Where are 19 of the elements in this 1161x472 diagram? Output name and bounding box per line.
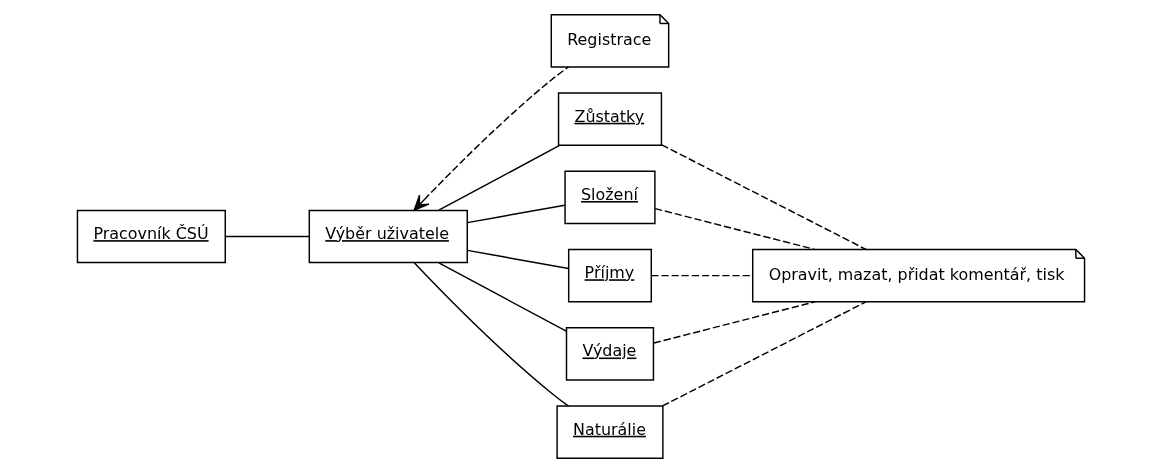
node-box: Výběr uživatele (308, 209, 468, 263)
node-box: Naturálie (555, 404, 664, 459)
connector (437, 144, 560, 211)
connector (652, 300, 816, 344)
node-box: Pracovník ČSÚ (76, 209, 226, 263)
connector (650, 274, 753, 276)
node-box: Příjmy (567, 248, 652, 302)
connector (224, 235, 310, 237)
connector (661, 300, 867, 407)
connector (654, 207, 815, 250)
node-box: Zůstatky (557, 91, 662, 146)
connector (437, 261, 567, 332)
connector (660, 143, 867, 250)
connector (466, 203, 565, 223)
arrow (413, 65, 569, 211)
node-box: Výdaje (565, 326, 654, 381)
connector (413, 261, 569, 407)
node-box: Složení (563, 170, 656, 224)
connector (466, 249, 569, 269)
